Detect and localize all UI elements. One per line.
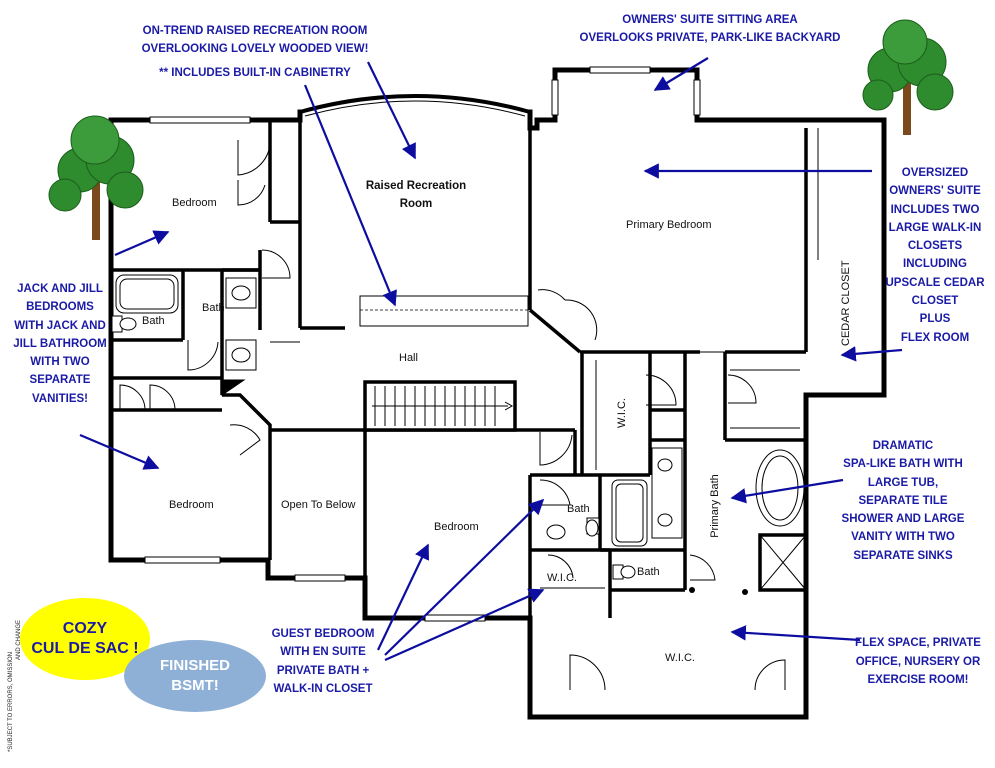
finished-bsmt-badge: FINISHED BSMT!	[124, 640, 266, 712]
tree-icon	[48, 115, 144, 240]
callout-line: VANITY WITH TWO	[851, 531, 955, 544]
fixtures	[111, 128, 819, 589]
callout-line: SEPARATE SINKS	[853, 549, 953, 562]
callout-line: GUEST BEDROOM	[271, 628, 375, 640]
callout-line: SEPARATE	[29, 374, 91, 387]
callout-line: PLUS	[919, 313, 951, 326]
room-bath-left: Bath	[142, 315, 165, 327]
callout-line: OVERLOOKS PRIVATE, PARK-LIKE BACKYARD	[579, 32, 841, 44]
room-raised-recreation: Raised Recreation Room	[356, 177, 476, 213]
badge-line: FINISHED	[159, 657, 230, 674]
room-hall: Hall	[399, 352, 418, 364]
callout-flex-space: FLEX SPACE, PRIVATE OFFICE, NURSERY OR E…	[848, 634, 988, 690]
room-bath-guest: Bath	[567, 503, 590, 515]
callout-line: SEPARATE TILE	[858, 494, 948, 507]
room-bath-mid: Bath	[202, 302, 225, 314]
callout-line: BEDROOMS	[26, 301, 94, 314]
callout-line: LARGE TUB,	[867, 476, 939, 489]
callout-line: SHOWER AND LARGE	[841, 513, 965, 526]
disclaimer: *SUBJECT TO ERRORS, OMISSION	[8, 652, 14, 752]
windows	[144, 66, 701, 622]
room-wic-1: W.I.C.	[616, 398, 628, 428]
disclaimer-line: *SUBJECT TO ERRORS, OMISSION	[8, 651, 14, 752]
callout-line: OWNERS' SUITE SITTING AREA	[622, 14, 798, 26]
callout-line: OVERSIZED	[901, 167, 969, 179]
callout-line: CLOSET	[911, 295, 959, 308]
callout-jack-jill: JACK AND JILL BEDROOMS WITH JACK AND JIL…	[5, 280, 115, 408]
callout-arrows	[79, 57, 903, 662]
callout-line: ON-TREND RAISED RECREATION ROOM	[142, 25, 368, 37]
room-label-line: Raised Recreation	[365, 180, 467, 192]
interior-walls	[111, 120, 808, 618]
callout-line: WITH JACK AND	[14, 319, 106, 332]
callout-line: OFFICE, NURSERY OR	[855, 655, 981, 668]
badge-line: BSMT!	[171, 677, 219, 694]
room-cedar-closet: CEDAR CLOSET	[840, 260, 852, 346]
badge-line: CUL DE SAC !	[31, 640, 139, 657]
doors	[119, 140, 786, 691]
callout-owners-suite: OVERSIZED OWNERS' SUITE INCLUDES TWO LAR…	[880, 164, 990, 347]
callout-line: WITH TWO	[30, 356, 90, 369]
tree-icon	[862, 19, 954, 135]
callout-line: UPSCALE CEDAR	[885, 276, 985, 289]
callout-line: PRIVATE BATH +	[276, 664, 370, 677]
built-in-cabinetry	[359, 295, 529, 327]
room-primary-bath: Primary Bath	[709, 474, 721, 538]
callout-line: JACK AND JILL	[17, 283, 103, 295]
callout-line: JILL BATHROOM	[13, 337, 107, 350]
callout-line: INCLUDING	[903, 258, 967, 271]
room-open-to-below: Open To Below	[281, 499, 356, 511]
callout-line: SPA-LIKE BATH WITH	[843, 458, 963, 471]
recreation-bay	[299, 94, 531, 114]
badge-line: COZY	[62, 620, 108, 637]
callout-line: CLOSETS	[907, 240, 963, 253]
callout-line: OVERLOOKING LOVELY WOODED VIEW!	[141, 43, 369, 55]
room-wic-large: W.I.C.	[665, 652, 695, 664]
room-bedroom-center: Bedroom	[434, 521, 479, 533]
callout-line: VANITIES!	[31, 392, 88, 405]
callout-guest-bedroom: GUEST BEDROOM WITH EN SUITE PRIVATE BATH…	[268, 625, 378, 698]
callout-line: FLEX ROOM	[900, 331, 970, 344]
disclaimer: AND CHANGE	[16, 620, 22, 660]
room-label-line: Room	[399, 198, 433, 210]
callout-line: WALK-IN CLOSET	[273, 682, 373, 695]
room-wic-guest: W.I.C.	[547, 572, 577, 584]
callout-line: OWNERS' SUITE	[889, 185, 981, 198]
callout-line: DRAMATIC	[872, 440, 934, 452]
callout-line: ** INCLUDES BUILT-IN CABINETRY	[159, 67, 351, 79]
callout-line: INCLUDES TWO	[890, 203, 980, 216]
callout-line: EXERCISE ROOM!	[867, 674, 969, 686]
callout-line: LARGE WALK-IN	[888, 221, 982, 234]
callout-recreation: ON-TREND RAISED RECREATION ROOM OVERLOOK…	[130, 24, 380, 81]
room-primary-bedroom: Primary Bedroom	[626, 219, 712, 231]
disclaimer-line: AND CHANGE	[16, 619, 22, 660]
room-bedroom-sw: Bedroom	[169, 499, 214, 511]
callout-sitting-area: OWNERS' SUITE SITTING AREA OVERLOOKS PRI…	[575, 13, 845, 46]
callout-line: WITH EN SUITE	[280, 646, 366, 659]
callout-spa-bath: DRAMATIC SPA-LIKE BATH WITH LARGE TUB, S…	[838, 437, 968, 565]
callout-line: FLEX SPACE, PRIVATE	[855, 637, 981, 649]
room-bedroom-nw: Bedroom	[172, 197, 217, 209]
room-bath-small: Bath	[637, 566, 660, 578]
stairs	[372, 386, 514, 426]
